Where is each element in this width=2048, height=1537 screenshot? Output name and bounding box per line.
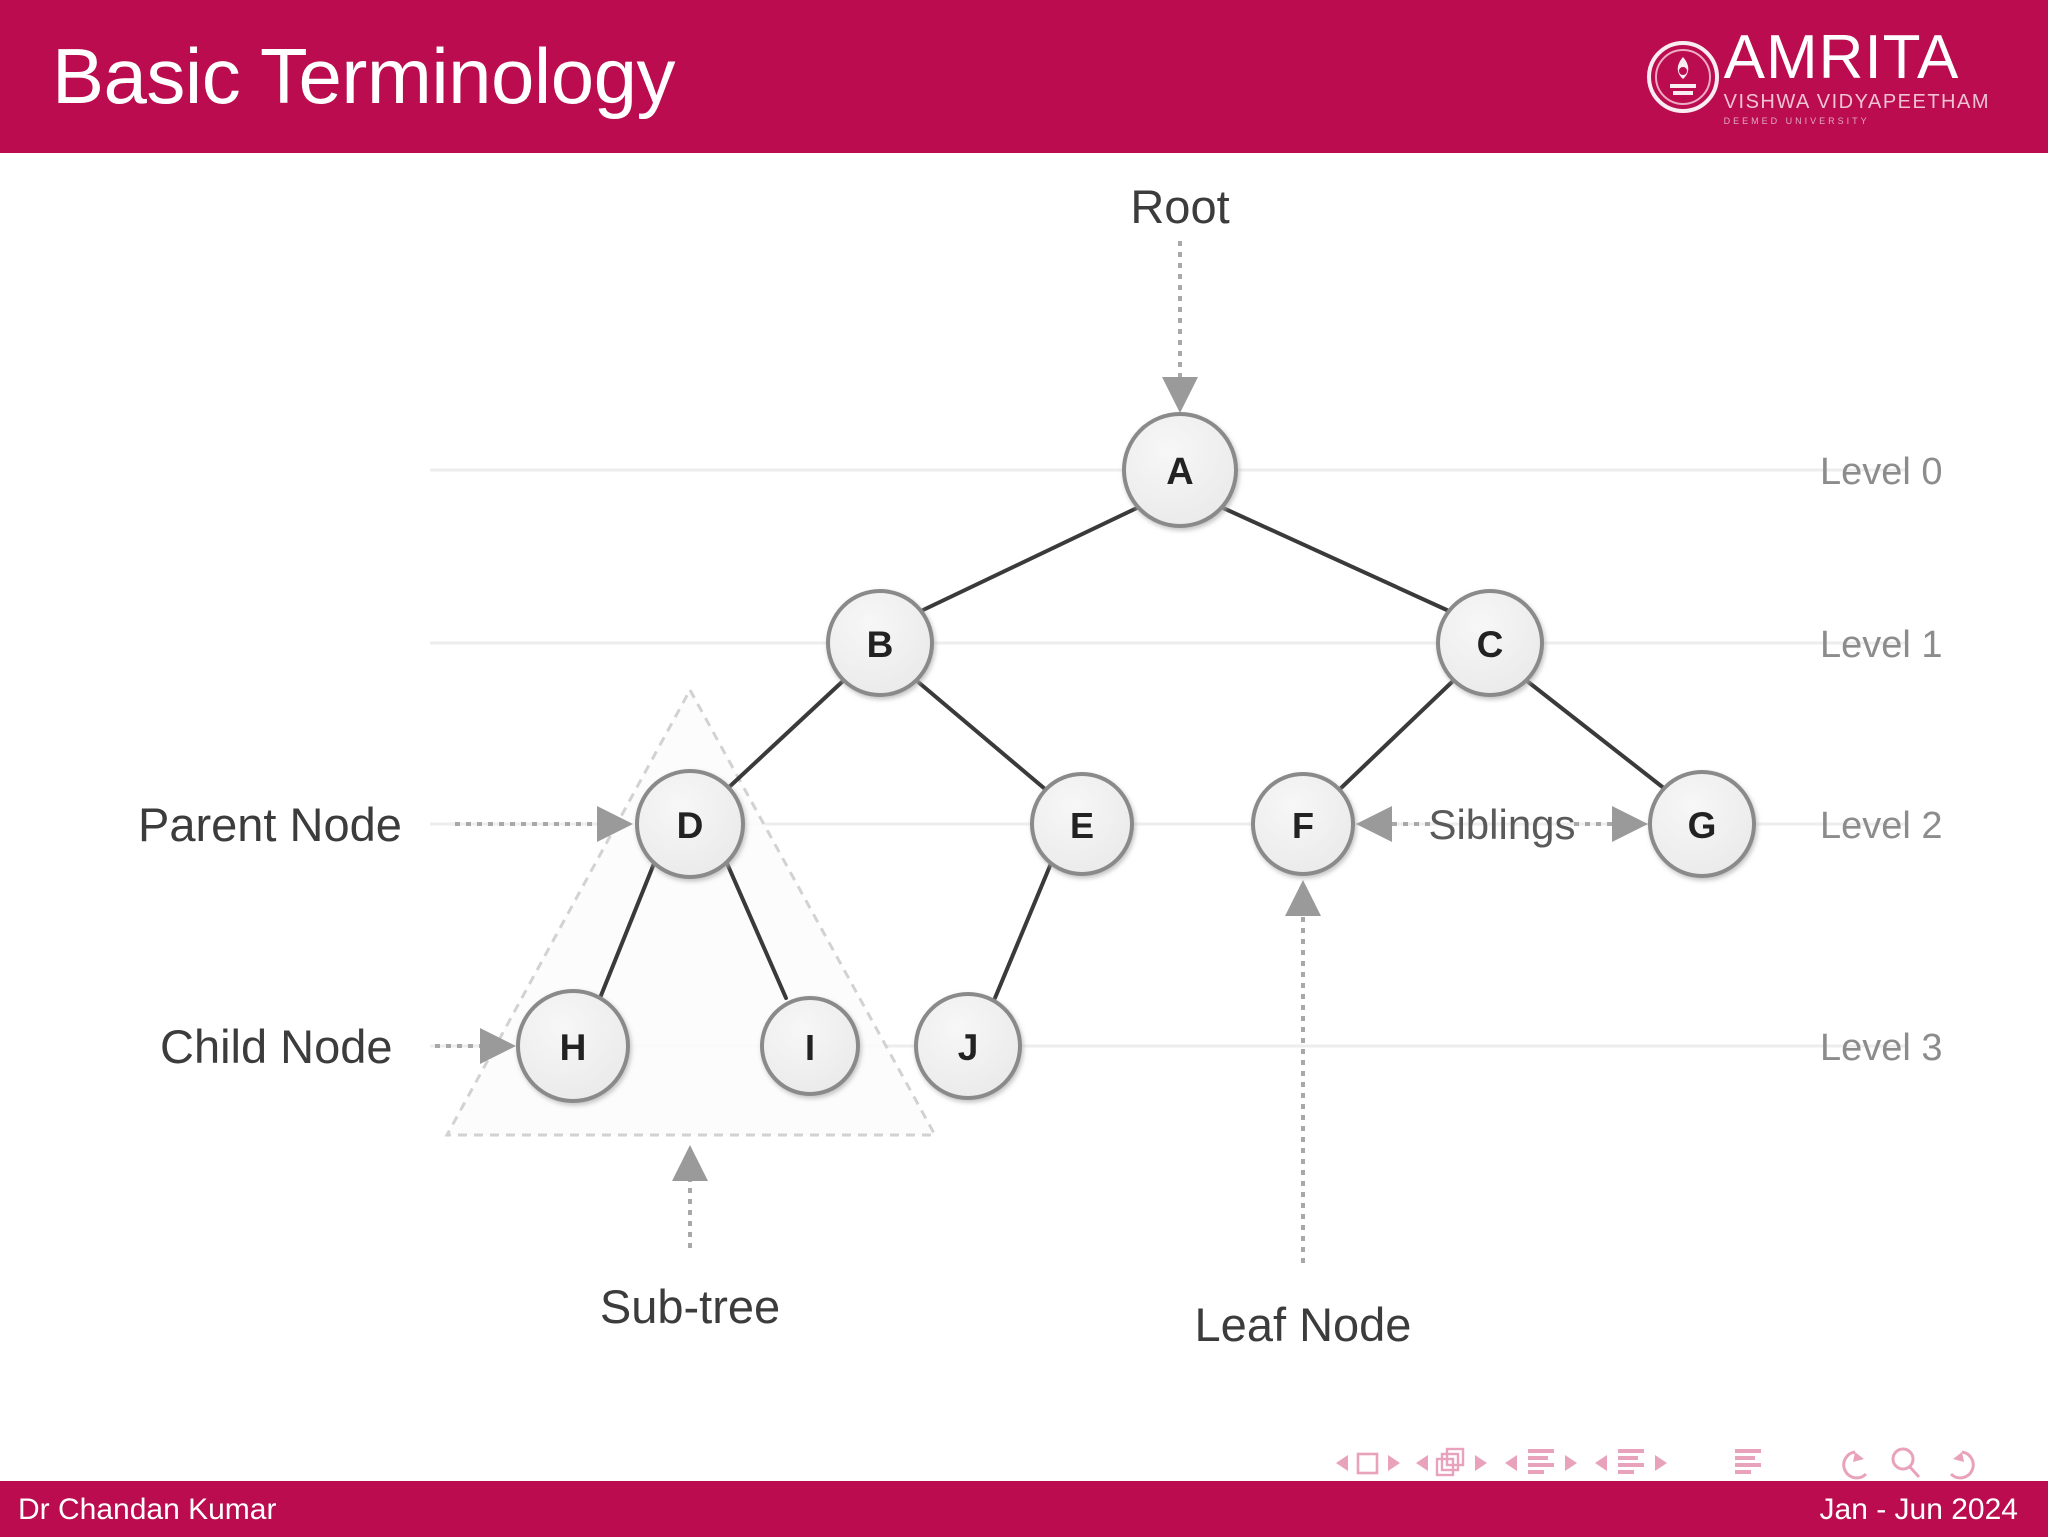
tree-node-b[interactable]: B bbox=[826, 589, 934, 697]
tree-nodes: A B C D E bbox=[516, 412, 1756, 1103]
tree-node-d[interactable]: D bbox=[635, 769, 745, 879]
svg-text:D: D bbox=[677, 805, 704, 846]
tree-edges bbox=[598, 505, 1667, 1000]
amrita-emblem-icon bbox=[1646, 40, 1720, 114]
amrita-logo-tagline: DEEMED UNIVERSITY bbox=[1723, 116, 1870, 126]
document-icon[interactable] bbox=[1735, 1449, 1761, 1474]
page-title: Basic Terminology bbox=[52, 32, 676, 120]
annotation-siblings: Siblings bbox=[1428, 801, 1575, 848]
slide-icon[interactable] bbox=[1356, 1452, 1379, 1475]
annotation-labels: Root Parent Node Child Node Siblings Sub… bbox=[138, 180, 1576, 1351]
next-frame-icon[interactable] bbox=[1475, 1455, 1487, 1471]
amrita-logo-text: AMRITA VISHWA VIDYAPEETHAM DEEMED UNIVER… bbox=[1724, 27, 1990, 127]
next-slide-icon[interactable] bbox=[1388, 1455, 1400, 1471]
svg-text:B: B bbox=[867, 624, 894, 665]
annotation-root: Root bbox=[1130, 180, 1229, 233]
amrita-logo-subtitle: VISHWA VIDYAPEETHAM bbox=[1723, 91, 1990, 113]
footer-author: Dr Chandan Kumar bbox=[18, 1493, 277, 1526]
annotation-arrows bbox=[435, 241, 1648, 1263]
tree-node-f[interactable]: F bbox=[1251, 772, 1355, 876]
svg-text:E: E bbox=[1070, 805, 1094, 846]
section-icon[interactable] bbox=[1618, 1449, 1644, 1474]
tree-node-h[interactable]: H bbox=[516, 989, 630, 1103]
prev-section-icon[interactable] bbox=[1595, 1455, 1607, 1471]
search-icon[interactable] bbox=[1891, 1447, 1921, 1479]
level-label-3: Level 3 bbox=[1820, 1027, 1943, 1069]
level-labels: Level 0 Level 1 Level 2 Level 3 bbox=[1820, 451, 1943, 1069]
level-label-0: Level 0 bbox=[1820, 451, 1943, 493]
svg-text:A: A bbox=[1166, 451, 1193, 493]
tree-node-c[interactable]: C bbox=[1436, 589, 1544, 697]
prev-frame-icon[interactable] bbox=[1416, 1455, 1428, 1471]
next-subsection-icon[interactable] bbox=[1565, 1455, 1577, 1471]
svg-text:I: I bbox=[805, 1027, 815, 1068]
prev-subsection-icon[interactable] bbox=[1505, 1455, 1517, 1471]
annotation-parent-node: Parent Node bbox=[138, 798, 402, 851]
level-label-2: Level 2 bbox=[1820, 805, 1943, 847]
svg-text:J: J bbox=[958, 1027, 979, 1068]
tree-diagram: A B C D E bbox=[0, 153, 2048, 1423]
tree-node-e[interactable]: E bbox=[1030, 772, 1134, 876]
amrita-logo-name: AMRITA bbox=[1723, 23, 1960, 92]
tree-node-i[interactable]: I bbox=[760, 996, 860, 1096]
tree-node-j[interactable]: J bbox=[914, 992, 1022, 1100]
slide-header-bar bbox=[0, 0, 2048, 153]
annotation-child-node: Child Node bbox=[160, 1020, 393, 1073]
beamer-navigation-bar bbox=[0, 1438, 2048, 1488]
prev-slide-icon[interactable] bbox=[1336, 1455, 1348, 1471]
footer-period: Jan - Jun 2024 bbox=[1819, 1493, 2018, 1526]
back-icon[interactable] bbox=[1842, 1450, 1868, 1480]
svg-text:C: C bbox=[1477, 624, 1504, 665]
amrita-logo: AMRITA VISHWA VIDYAPEETHAM DEEMED UNIVER… bbox=[1620, 24, 1990, 130]
subsection-icon[interactable] bbox=[1528, 1449, 1554, 1474]
tree-node-g[interactable]: G bbox=[1648, 770, 1756, 878]
tree-node-a[interactable]: A bbox=[1122, 412, 1238, 528]
svg-text:G: G bbox=[1688, 805, 1717, 846]
annotation-sub-tree: Sub-tree bbox=[600, 1280, 780, 1333]
frame-icon[interactable] bbox=[1435, 1447, 1465, 1477]
level-label-1: Level 1 bbox=[1820, 624, 1943, 666]
svg-text:F: F bbox=[1292, 805, 1314, 846]
slide-footer-bar: Dr Chandan Kumar Jan - Jun 2024 bbox=[0, 1481, 2048, 1537]
next-section-icon[interactable] bbox=[1655, 1455, 1667, 1471]
annotation-leaf-node: Leaf Node bbox=[1195, 1298, 1412, 1351]
sub-tree-outline bbox=[444, 686, 938, 1137]
forward-icon[interactable] bbox=[1949, 1450, 1975, 1480]
svg-text:H: H bbox=[560, 1027, 587, 1068]
